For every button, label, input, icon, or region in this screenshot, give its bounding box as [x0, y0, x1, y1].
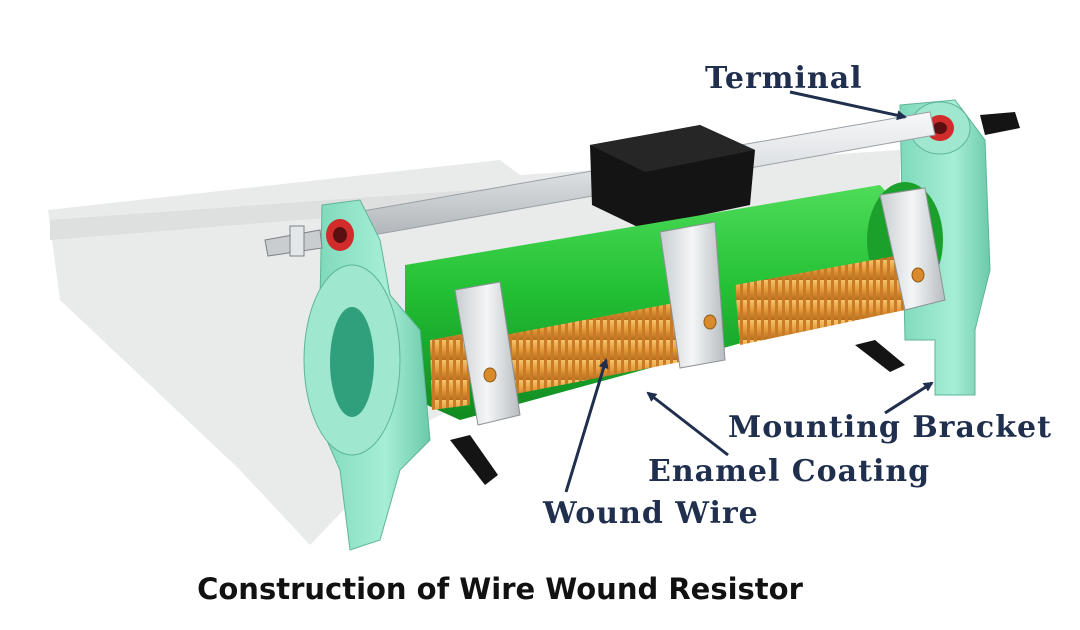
arrow-enamel-coating: [646, 391, 729, 457]
left-mounting-bracket: [264, 199, 431, 551]
wound-wire-coil: [430, 255, 905, 410]
label-wound-wire: Wound Wire: [542, 496, 759, 531]
arrow-mounting-bracket: [884, 381, 934, 415]
slider-contact: [590, 125, 755, 228]
clamp-bands: [454, 187, 946, 426]
label-terminal: Terminal: [705, 61, 863, 96]
bracket-foot-left: [450, 435, 498, 485]
diagram-caption: Construction of Wire Wound Resistor: [197, 572, 803, 606]
arrow-wound-wire: [564, 358, 609, 493]
arrow-terminal: [789, 90, 907, 121]
label-enamel-coating: Enamel Coating: [648, 454, 930, 489]
bracket-foot-right: [855, 340, 905, 372]
label-mounting-bracket: Mounting Bracket: [728, 410, 1052, 445]
